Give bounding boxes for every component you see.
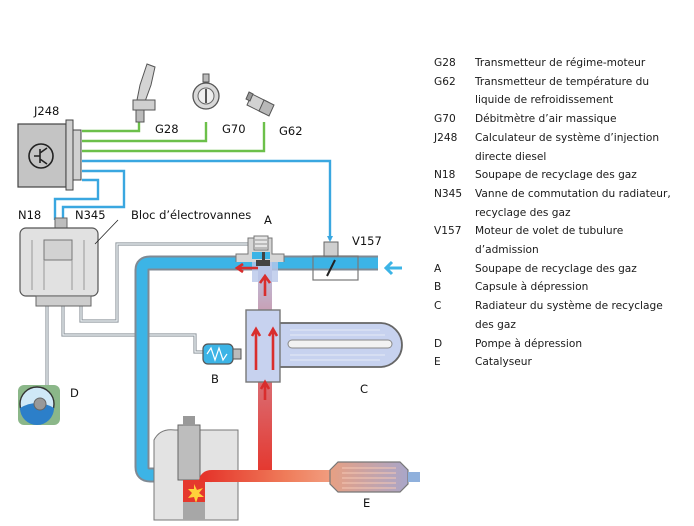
legend-code: G62 — [434, 75, 456, 88]
label-g28: G28 — [155, 122, 179, 136]
legend-row: liquide de refroidissement — [434, 91, 689, 110]
legend-code: G28 — [434, 57, 456, 69]
legend-code — [434, 91, 475, 110]
legend-description: Soupape de recyclage des gaz — [475, 169, 637, 182]
label-d: D — [70, 386, 79, 400]
legend-description: Débitmètre d’air massique — [475, 113, 617, 126]
legend-row: directe diesel — [434, 148, 689, 167]
legend-description: Catalyseur — [475, 356, 532, 369]
legend-code — [434, 148, 475, 167]
legend-row: C Radiateur du système de recyclage — [434, 297, 689, 316]
egr-system-diagram: J248 G28 G70 G62 N18 N345 Bloc d’électro… — [17, 63, 420, 521]
legend-description: d’admission — [475, 244, 539, 257]
g62-sensor — [245, 91, 275, 117]
solenoid-valve-block — [19, 217, 99, 307]
j248-ecu — [17, 119, 82, 191]
legend-row: B Capsule à dépression — [434, 278, 689, 297]
vacuum-line-to-capsule — [61, 305, 205, 354]
label-n18: N18 — [18, 208, 42, 222]
legend-description: Transmetteur de température du — [475, 75, 650, 88]
label-j248: J248 — [34, 104, 60, 118]
legend-description: Moteur de volet de tubulure — [475, 225, 624, 238]
legend-row: J248 Calculateur de système d’injection — [434, 129, 689, 148]
legend-row: recyclage des gaz — [434, 204, 689, 223]
legend-code: N345 — [434, 187, 463, 200]
legend-row: V157 Moteur de volet de tubulure — [434, 222, 689, 241]
transistor-icon — [28, 143, 54, 169]
legend-row: N18 Soupape de recyclage des gaz — [434, 166, 689, 185]
legend-description: Pompe à dépression — [475, 337, 583, 350]
diagram-canvas — [17, 63, 420, 521]
legend-row: D Pompe à dépression — [434, 335, 689, 354]
label-n345: N345 — [75, 208, 106, 222]
legend-row: G70 Débitmètre d’air massique — [434, 110, 689, 129]
label-g70: G70 — [222, 122, 246, 136]
legend-description: Transmetteur de régime-moteur — [475, 57, 646, 69]
v157-wire — [82, 159, 332, 240]
g70-wire — [82, 122, 208, 143]
label-c: C — [360, 382, 369, 396]
legend-description: Calculateur de système d’injection — [475, 131, 660, 144]
v157-wire-arrow — [327, 236, 333, 242]
legend-row: G62 Transmetteur de température du — [434, 73, 689, 92]
legend-description: Vanne de commutation du radiateur, — [475, 187, 671, 200]
fresh-air-arrow — [383, 260, 402, 276]
label-bloc-electrovannes: Bloc d’électrovannes — [131, 208, 252, 222]
label-g62: G62 — [279, 124, 303, 138]
legend-row: N345 Vanne de commutation du radiateur, — [434, 185, 689, 204]
legend-code — [434, 204, 475, 223]
legend-description: liquide de refroidissement — [475, 94, 614, 107]
legend-description: recyclage des gaz — [475, 206, 571, 219]
v157-flap-motor — [312, 241, 359, 281]
intake-pipe — [134, 255, 378, 483]
legend-description: directe diesel — [475, 150, 547, 163]
label-b: B — [211, 372, 219, 386]
legend-code: C — [434, 300, 442, 313]
legend-code: D — [434, 337, 443, 350]
bloc-leader-line — [94, 219, 119, 245]
label-a: A — [264, 213, 272, 227]
exhaust-flow-arrows — [234, 262, 279, 400]
g70-sensor — [192, 73, 220, 110]
egr-valve — [235, 235, 285, 266]
exhaust-pipe — [199, 470, 340, 483]
legend-row: A Soupape de recyclage des gaz — [434, 260, 689, 279]
legend-code: G70 — [434, 113, 456, 126]
legend-row: E Catalyseur — [434, 353, 689, 372]
legend-code — [434, 241, 475, 260]
legend-row: G28 Transmetteur de régime-moteur — [434, 54, 689, 73]
vacuum-pump — [18, 385, 60, 425]
catalytic-converter — [329, 461, 420, 493]
legend-code: B — [434, 281, 442, 294]
legend-code: A — [434, 262, 442, 275]
legend-code: V157 — [434, 225, 462, 238]
n345-wire — [61, 169, 126, 220]
n18-wire — [53, 178, 100, 220]
g28-wire — [82, 122, 141, 133]
g28-sensor — [132, 63, 156, 123]
legend-code — [434, 316, 475, 335]
label-v157: V157 — [352, 234, 382, 248]
legend-code: J248 — [434, 131, 458, 144]
legend-code: N18 — [434, 169, 456, 182]
legend-description: Radiateur du système de recyclage — [475, 300, 663, 313]
egr-cooler — [245, 309, 403, 383]
legend-description: Soupape de recyclage des gaz — [475, 262, 637, 275]
label-e: E — [363, 496, 371, 510]
g62-wire — [82, 122, 266, 153]
vacuum-capsule — [202, 343, 242, 365]
legend-description: Capsule à dépression — [475, 281, 589, 294]
legend-code: E — [434, 356, 441, 369]
control-wires — [53, 159, 332, 240]
legend-description: des gaz — [475, 318, 516, 331]
legend-row: d’admission — [434, 241, 689, 260]
legend-row: des gaz — [434, 316, 689, 335]
engine-block — [153, 416, 239, 521]
sensor-signal-wires — [82, 122, 266, 153]
